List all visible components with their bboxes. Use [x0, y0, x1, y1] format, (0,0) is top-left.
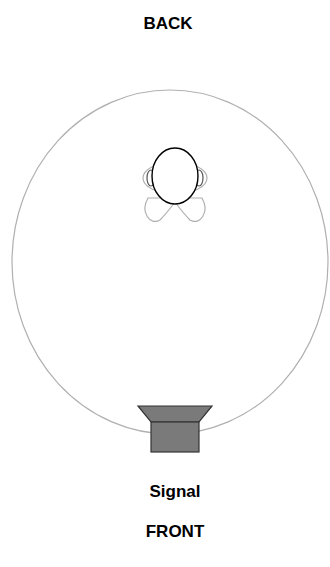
direction-label: BACK	[143, 14, 192, 34]
listening-circle	[12, 90, 328, 434]
signal-label: Signal	[149, 482, 200, 502]
loudspeaker	[138, 406, 212, 452]
direction-label: FRONT	[146, 522, 205, 542]
listener-head	[143, 148, 207, 221]
